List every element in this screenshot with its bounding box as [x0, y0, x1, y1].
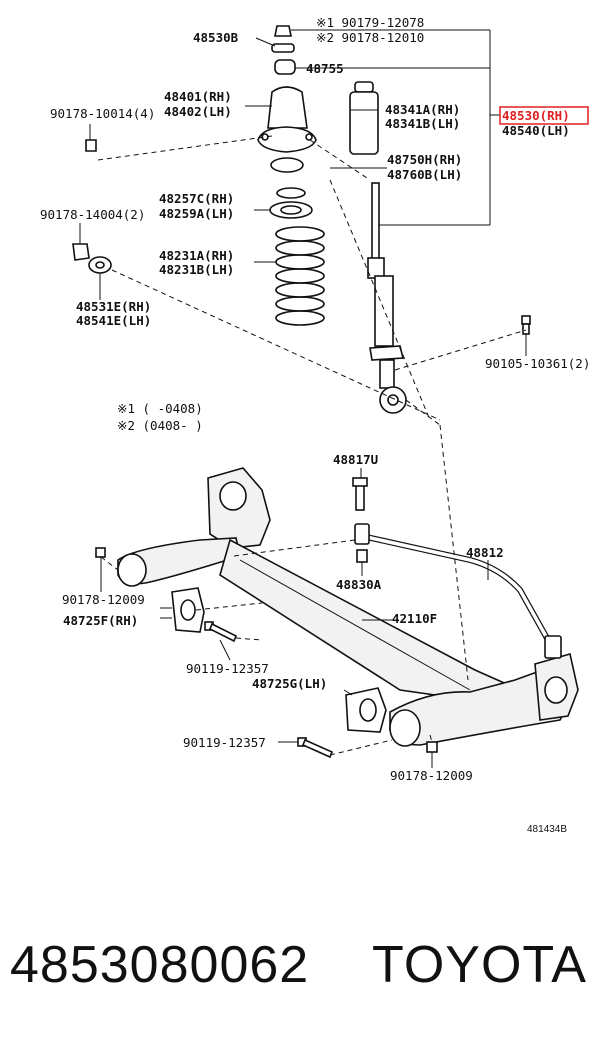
nut-90178-12009-left-part: [95, 547, 106, 558]
hex-nut-90178-10014-part: [85, 139, 97, 152]
dust-boot-part: [349, 81, 379, 155]
label-48541E: 48541E(LH): [76, 313, 151, 328]
label-48341A: 48341A(RH): [385, 102, 460, 117]
brand-name: TOYOTA: [372, 936, 587, 994]
label-48402: 48402(LH): [164, 104, 232, 119]
label-48259A: 48259A(LH): [159, 206, 234, 221]
strut-nut-part: [271, 25, 295, 53]
label-48530-highlighted: 48530(RH): [502, 108, 570, 123]
bolt-90119-left-part: [204, 621, 238, 643]
label-90119-12357-left: 90119-12357: [186, 661, 269, 676]
footer: 4853080062 TOYOTA: [0, 935, 600, 1005]
leader-lines: [79, 29, 527, 768]
strut-mount-support-part: [257, 86, 317, 173]
highlight-box: [499, 106, 589, 125]
label-48231A: 48231A(RH): [159, 248, 234, 263]
nut-90178-12009-right-part: [426, 741, 438, 753]
label-48530B: 48530B: [193, 30, 239, 45]
bushing-48725G-part: [345, 687, 387, 733]
label-90178-12009-left: 90178-12009: [62, 592, 145, 607]
label-48725G: 48725G(LH): [252, 676, 327, 691]
note-1: ※1 ( -0408): [117, 401, 203, 416]
bushing-48725F-part: [171, 587, 205, 633]
bound-stopper-cap-part: [274, 59, 296, 75]
label-48750H: 48750H(RH): [387, 152, 462, 167]
label-48401: 48401(RH): [164, 89, 232, 104]
label-48725F: 48725F(RH): [63, 613, 138, 628]
bolt-90119-right-part: [297, 737, 334, 759]
label-48755: 48755: [306, 61, 344, 76]
label-48540: 48540(LH): [502, 123, 570, 138]
flange-nut-90178-14004-part: [72, 243, 90, 261]
label-48341B: 48341B(LH): [385, 116, 460, 131]
stabilizer-bar-part: [352, 477, 562, 659]
upper-insulator-part: [269, 187, 313, 219]
label-90178-12010: ※2 90178-12010: [316, 30, 424, 45]
part-number: 4853080062: [10, 936, 310, 994]
label-48760B: 48760B(LH): [387, 167, 462, 182]
bolt-90105-part: [521, 315, 531, 335]
label-90105-10361: 90105-10361(2): [485, 356, 590, 371]
diagram-reference-code: 481434B: [527, 824, 567, 835]
label-90178-14004: 90178-14004(2): [40, 207, 145, 222]
note-2: ※2 (0408- ): [117, 418, 203, 433]
label-90178-10014: 90178-10014(4): [50, 106, 155, 121]
shock-absorber-part: [367, 182, 407, 414]
label-90179-12078: ※1 90179-12078: [316, 15, 424, 30]
label-48812: 48812: [466, 545, 504, 560]
label-48830A: 48830A: [336, 577, 382, 592]
label-48817U: 48817U: [333, 452, 378, 467]
label-42110F: 42110F: [392, 611, 437, 626]
bushing-48531E-part: [88, 256, 112, 274]
coil-spring-part: [275, 226, 325, 326]
label-48231B: 48231B(LH): [159, 262, 234, 277]
label-48531E: 48531E(RH): [76, 299, 151, 314]
label-90178-12009-right: 90178-12009: [390, 768, 473, 783]
label-90119-12357-right: 90119-12357: [183, 735, 266, 750]
label-48257C: 48257C(RH): [159, 191, 234, 206]
part-labels: 48530B ※1 90179-12078 ※2 90178-12010 487…: [40, 15, 590, 835]
dashed-alignment-lines: [97, 135, 527, 756]
